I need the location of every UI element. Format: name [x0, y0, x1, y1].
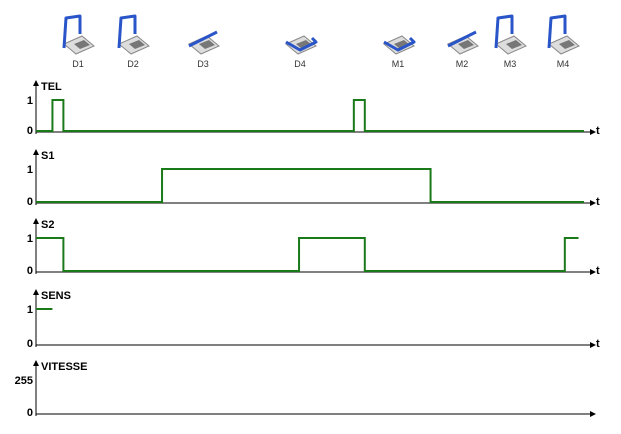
pedal-icon-m4: M4 — [547, 14, 580, 69]
y-axis-arrow-icon — [33, 289, 39, 295]
signal-trace — [36, 99, 584, 132]
time-axis-label: t — [596, 338, 600, 350]
high-tick-label: 1 — [27, 304, 33, 316]
high-tick-label: 255 — [15, 375, 33, 387]
time-axis-label: t — [596, 265, 600, 277]
time-axis-label: t — [596, 196, 600, 208]
signal-name: VITESSE — [41, 361, 87, 373]
x-axis-arrow-icon — [590, 342, 596, 348]
x-axis-arrow-icon — [590, 129, 596, 135]
pedal-arm — [494, 14, 514, 49]
high-tick-label: 1 — [27, 95, 33, 107]
pedal-arm — [62, 14, 82, 49]
signal-sens: SENS 1 0 t — [27, 289, 600, 350]
low-tick-label: 0 — [27, 265, 33, 277]
x-axis-arrow-icon — [590, 411, 596, 417]
position-label-m2: M2 — [456, 59, 469, 69]
pedal-pad — [296, 40, 312, 49]
pedal-arm — [117, 14, 137, 49]
position-label-d4: D4 — [294, 59, 306, 69]
position-label-m1: M1 — [392, 59, 405, 69]
low-tick-label: 0 — [27, 338, 33, 350]
signal-name: SENS — [41, 290, 71, 302]
low-tick-label: 0 — [27, 407, 33, 419]
pedal-pad — [129, 40, 145, 49]
signal-s1: S1 1 0 t — [27, 149, 600, 208]
position-label-m4: M4 — [557, 59, 570, 69]
position-label-d1: D1 — [72, 59, 84, 69]
x-axis-arrow-icon — [590, 269, 596, 275]
position-label-d2: D2 — [127, 59, 139, 69]
signal-name: S1 — [41, 150, 54, 162]
pedal-icon-m2: M2 — [447, 30, 479, 69]
high-tick-label: 1 — [27, 164, 33, 176]
low-tick-label: 0 — [27, 196, 33, 208]
pedal-arm — [447, 30, 477, 48]
pedal-icon-d3: D3 — [188, 30, 220, 69]
pedal-arm — [547, 14, 567, 49]
x-axis-arrow-icon — [590, 200, 596, 206]
pedal-pad — [199, 40, 215, 49]
pedal-arm — [188, 30, 218, 48]
pedal-arm — [285, 36, 318, 52]
signal-vitesse: VITESSE 255 0 — [15, 360, 596, 419]
position-label-m3: M3 — [504, 59, 517, 69]
high-tick-label: 1 — [27, 233, 33, 245]
low-tick-label: 0 — [27, 125, 33, 137]
pedal-icon-m3: M3 — [494, 14, 527, 69]
pedal-pad — [74, 40, 90, 49]
pedal-icon-d2: D2 — [117, 14, 150, 69]
signal-trace — [36, 237, 579, 272]
signal-trace — [36, 168, 584, 203]
pedal-icon-d4: D4 — [285, 35, 318, 69]
pedal-pad — [559, 40, 575, 49]
signal-tel: TEL 1 0 t — [27, 80, 600, 137]
position-label-d3: D3 — [197, 59, 209, 69]
pedal-pad — [506, 40, 522, 49]
signal-name: S2 — [41, 219, 54, 231]
time-axis-label: t — [596, 125, 600, 137]
y-axis-arrow-icon — [33, 149, 39, 155]
y-axis-arrow-icon — [33, 360, 39, 366]
signal-name: TEL — [41, 81, 62, 93]
pedal-pad — [394, 40, 410, 49]
signal-s2: S2 1 0 t — [27, 218, 600, 277]
y-axis-arrow-icon — [33, 80, 39, 86]
pedal-arm — [383, 36, 416, 52]
y-axis-arrow-icon — [33, 218, 39, 224]
pedal-icon-d1: D1 — [62, 14, 95, 69]
pedal-icon-m1: M1 — [383, 35, 416, 69]
pedal-pad — [458, 40, 474, 49]
